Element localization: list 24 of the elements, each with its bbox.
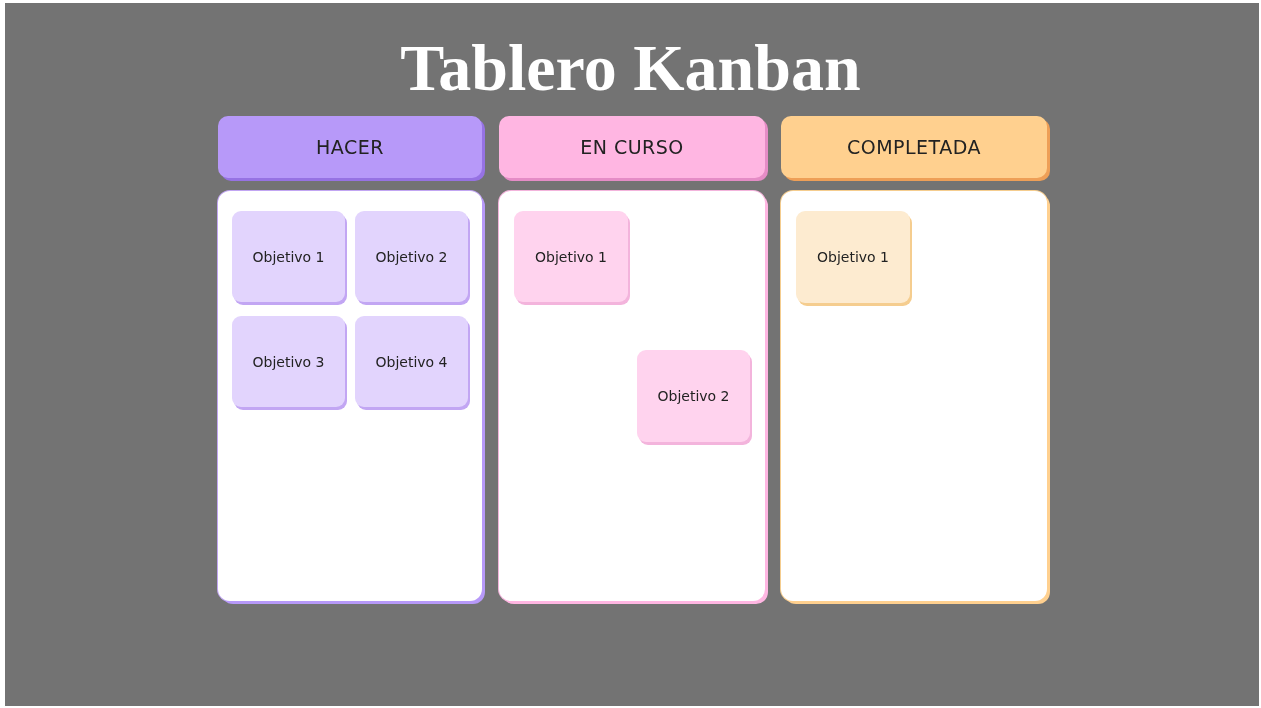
card-label: Objetivo 2 <box>375 248 448 265</box>
card-label: Objetivo 1 <box>817 249 889 265</box>
card-label: Objetivo 1 <box>535 248 607 265</box>
title: Tablero Kanban <box>399 30 862 106</box>
column-panel <box>499 191 765 601</box>
card-label: Objetivo 2 <box>657 388 730 404</box>
task-card <box>232 316 345 407</box>
column-title: COMPLETADA <box>846 136 982 158</box>
task-card <box>232 211 345 302</box>
card-label: Objetivo 1 <box>252 248 325 265</box>
column-header <box>499 116 765 178</box>
task-card <box>514 211 628 302</box>
column-title: EN CURSO <box>580 136 684 158</box>
column-panel <box>781 191 1047 601</box>
column-panel <box>218 191 482 601</box>
column-header <box>218 116 482 178</box>
task-card <box>637 350 750 442</box>
card-label: Objetivo 3 <box>252 353 325 370</box>
column-title: HACER <box>316 136 384 158</box>
task-card <box>355 316 468 407</box>
card-label: Objetivo 4 <box>375 353 448 370</box>
task-card <box>355 211 468 302</box>
task-card <box>796 211 910 303</box>
column-header <box>781 116 1047 178</box>
